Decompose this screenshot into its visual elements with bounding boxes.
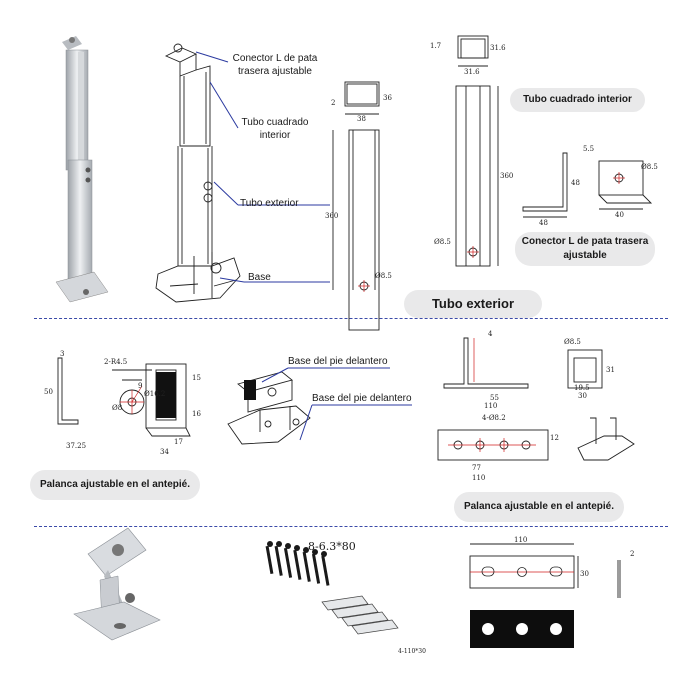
dim-outer-2: 2: [331, 99, 335, 107]
dim-lever-15: 15: [192, 374, 201, 382]
front-foot-base-drawing: [227, 371, 311, 445]
dim-conn-hole: Ø8.5: [641, 163, 658, 171]
front-lever-drawing: 3 50 2-R4.5 9 15 16 37.25 34 17 Ø16.2 Ø8: [44, 350, 201, 456]
pill-inner-tube: Tubo cuadrado interior: [510, 88, 645, 112]
dim-inner-hole: Ø8.5: [434, 238, 451, 246]
label-connector-l: Conector L de pata trasera ajustable: [232, 53, 318, 77]
leader-lines-top: [195, 51, 330, 283]
connector-l-drawing: 5.5 48 48 40 Ø8.5: [522, 145, 658, 227]
dim-foot-12: 12: [550, 434, 559, 442]
dim-lever-50: 50: [44, 388, 53, 396]
dim-conn-48b: 48: [539, 219, 548, 227]
separator-bottom: [34, 526, 668, 527]
label-front-foot-base-2: Base del pie delantero: [312, 393, 412, 404]
dim-plate-2: 2: [630, 550, 634, 558]
dim-foot-4: 4: [488, 330, 493, 338]
label-inner-tube: Tubo cuadrado interior: [241, 117, 309, 141]
pill-connector-l: Conector L de pata trasera ajustable: [515, 232, 655, 266]
dim-lever-9: 9: [138, 382, 142, 390]
dim-foot-110: 110: [484, 402, 497, 410]
dim-inner-316b: 31.6: [464, 68, 480, 76]
dim-outer-38: 38: [357, 115, 366, 123]
dim-conn-55: 5.5: [583, 145, 594, 153]
outer-tube-drawing: 2 36 38 360 Ø8.5: [325, 81, 392, 331]
dim-foot-195: 19.5: [574, 384, 590, 392]
dim-outer-36: 36: [383, 94, 392, 102]
dim-lever-3: 3: [60, 350, 64, 358]
dim-inner-316: 31.6: [490, 44, 506, 52]
dim-lever-16: 16: [192, 410, 201, 418]
label-base: Base: [248, 272, 271, 283]
label-outer-tube: Tubo exterior: [240, 198, 299, 209]
plates-drawing: [321, 595, 399, 635]
dim-lever-48: Ø8: [112, 404, 122, 412]
plate-tech-drawing: 110 30 2: [469, 536, 634, 648]
dim-foot-30: 30: [578, 392, 587, 400]
dim-foot-77: 77: [472, 464, 481, 472]
dim-foot-4b: 4-Ø8.2: [482, 414, 506, 422]
separator-top: [34, 318, 668, 319]
label-front-foot-base-1: Base del pie delantero: [288, 356, 388, 367]
dim-foot-55: 55: [490, 394, 499, 402]
dim-lever-17: 17: [174, 438, 183, 446]
front-foot-tech-drawing: 4 55 110 4-Ø8.2 77 110 12 31 30 19.5 Ø8.…: [437, 330, 635, 482]
dim-inner-17: 1.7: [430, 42, 441, 50]
leader-lines-mid: [261, 367, 412, 441]
dim-plate-30: 30: [580, 570, 589, 578]
dim-foot-85: Ø8.5: [564, 338, 581, 346]
dim-lever-2r45: 2-R4.5: [104, 358, 127, 366]
dim-conn-40: 40: [615, 211, 624, 219]
rear-leg-photo: [55, 36, 109, 303]
pill-front-lever-2: Palanca ajustable en el antepié.: [454, 492, 624, 522]
dim-outer-360: 360: [325, 212, 338, 220]
dim-inner-360: 360: [500, 172, 513, 180]
screws-drawing: [265, 541, 330, 586]
inner-tube-drawing: 1.7 31.6 31.6 360 Ø8.5: [430, 35, 513, 267]
dim-plate-110: 110: [514, 536, 527, 544]
dim-foot-110b: 110: [472, 474, 485, 482]
dim-conn-48: 48: [571, 179, 580, 187]
dim-foot-31: 31: [606, 366, 615, 374]
tilt-bracket-photo: [73, 527, 161, 641]
screws-spec: 8-6.3*80: [308, 540, 356, 553]
dim-lever-34: 34: [160, 448, 169, 456]
pill-front-lever-1: Palanca ajustable en el antepié.: [30, 470, 200, 500]
plates-spec: 4-110*30: [398, 648, 426, 655]
pill-outer-tube: Tubo exterior: [404, 290, 542, 318]
dim-lever-phi: Ø16.2: [144, 390, 165, 398]
dim-outer-hole: Ø8.5: [375, 272, 392, 280]
rear-leg-drawing: [155, 43, 241, 303]
dim-lever-37: 37.25: [66, 442, 86, 450]
